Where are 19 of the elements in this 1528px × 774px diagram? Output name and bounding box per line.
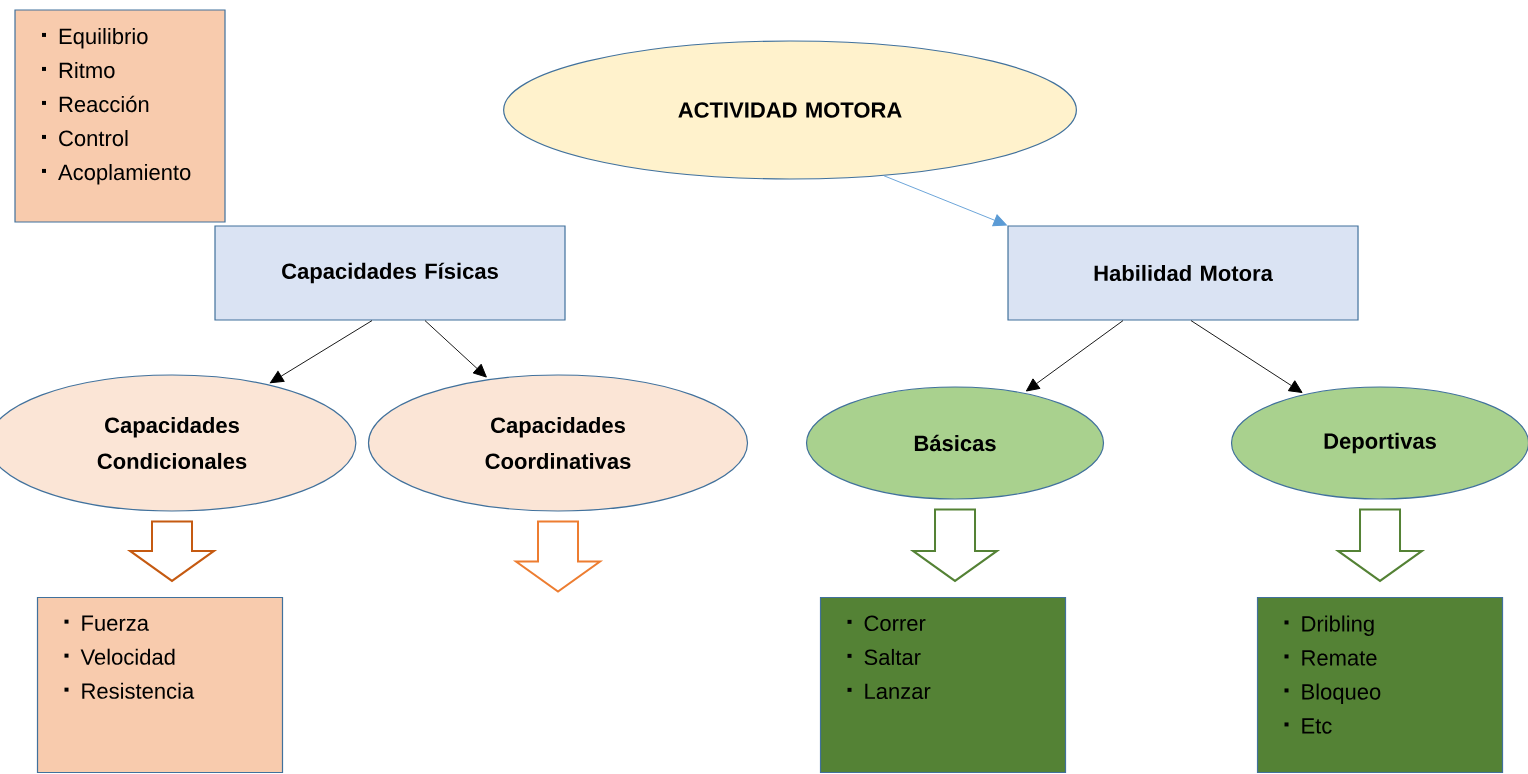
category-box: Capacidades Físicas <box>214 225 566 321</box>
block-arrow <box>1334 508 1426 583</box>
arrow <box>269 320 373 384</box>
arrow <box>1025 320 1124 392</box>
arrow <box>1190 320 1303 393</box>
list-box: Dribling Remate Bloqueo Etc <box>1256 596 1504 774</box>
list-box: Fuerza Velocidad Resistencia <box>36 596 284 774</box>
category-box: Habilidad Motora <box>1007 225 1359 321</box>
oval-node: Básicas <box>805 386 1105 500</box>
arrow <box>883 175 1007 227</box>
block-arrow <box>512 520 604 593</box>
block-arrow <box>126 520 218 583</box>
block-arrow <box>909 508 1001 583</box>
arrow <box>424 320 487 378</box>
oval-node: Capacidades Coordinativas <box>367 374 749 512</box>
oval-node: Deportivas <box>1230 386 1528 500</box>
list-box: Equilibrio Ritmo Reacción Control Acoplamiento <box>14 9 226 223</box>
oval-node: ACTIVIDAD MOTORA <box>503 40 1077 180</box>
list-box: Correr Saltar Lanzar <box>819 596 1067 774</box>
